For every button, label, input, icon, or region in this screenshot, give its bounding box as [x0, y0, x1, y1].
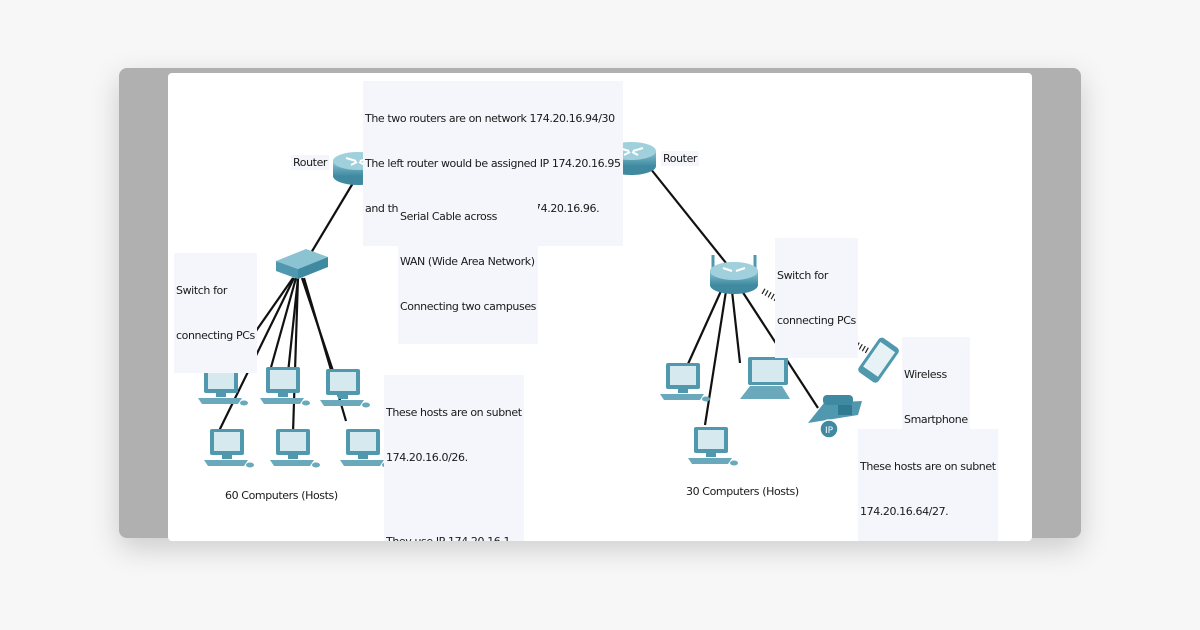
link-ap-pc3: [730, 290, 742, 364]
smartphone-icon[interactable]: [857, 336, 901, 384]
switch-label-line: Switch for: [176, 284, 227, 297]
link-router-left-switch: [307, 182, 354, 259]
subnet-note-line: These hosts are on subnet: [386, 406, 522, 419]
pc-icon[interactable]: [688, 427, 738, 466]
wireless-switch-icon[interactable]: [710, 255, 758, 294]
network-diagram: IP: [198, 142, 901, 468]
link-switch-pc7: [291, 277, 300, 434]
subnet-note-line: These hosts are on subnet: [860, 460, 996, 473]
link-ap-pc1: [681, 290, 723, 376]
serial-note-line: Connecting two campuses: [400, 300, 537, 313]
ip-phone-badge: IP: [825, 426, 834, 436]
link-switch-pc5: [302, 277, 348, 422]
link-ap-pc2: [703, 290, 728, 426]
router-left-label: Router: [291, 155, 330, 170]
subnet-note-line: 174.20.16.64/27.: [860, 505, 949, 518]
switch-left-icon[interactable]: [276, 249, 328, 279]
left-subnet-note: These hosts are on subnet 174.20.16.0/26…: [384, 375, 524, 541]
switch-label-line: connecting PCs: [176, 329, 255, 342]
subnet-note-line: 174.20.16.0/26.: [386, 451, 468, 464]
left-hosts-caption: 60 Computers (Hosts): [225, 489, 338, 502]
ip-phone-icon[interactable]: [808, 395, 862, 439]
wan-note-line: The left router would be assigned IP 174…: [365, 157, 621, 170]
link-router-right-switch: [649, 167, 727, 264]
pc-icon[interactable]: [270, 429, 320, 468]
pc-icon[interactable]: [204, 429, 254, 468]
wireless-label-line: Smartphone: [904, 413, 968, 426]
switch-left-label: Switch for connecting PCs: [174, 253, 257, 373]
right-subnet-note: These hosts are on subnet 174.20.16.64/2…: [858, 429, 998, 541]
serial-note-line: Serial Cable across: [400, 210, 498, 223]
laptop-icon[interactable]: [740, 357, 790, 399]
switch-label-line: connecting PCs: [777, 314, 856, 327]
switch-right-label: Switch for connecting PCs: [775, 238, 858, 358]
router-right-label: Router: [661, 151, 700, 166]
wireless-label-line: Wireless: [904, 368, 947, 381]
ethernet-links: [217, 167, 819, 434]
network-diagram-canvas: IP The two routers are on network 174.20…: [168, 73, 1032, 541]
link-switch-pc2: [268, 277, 298, 372]
serial-cable-note: Serial Cable across WAN (Wide Area Netwo…: [398, 179, 539, 344]
pc-icon[interactable]: [320, 369, 370, 408]
spacer: [386, 495, 522, 504]
wan-note-line: The two routers are on network 174.20.16…: [365, 112, 615, 125]
switch-label-line: Switch for: [777, 269, 828, 282]
link-switch-pc3: [286, 277, 300, 374]
subnet-note-line: They use IP 174.20.16.1: [386, 534, 522, 541]
pc-icon[interactable]: [660, 363, 710, 402]
pc-icon[interactable]: [260, 367, 310, 406]
serial-note-line: WAN (Wide Area Network): [400, 255, 535, 268]
pc-icon[interactable]: [340, 429, 390, 468]
right-hosts-caption: 30 Computers (Hosts): [686, 485, 799, 498]
